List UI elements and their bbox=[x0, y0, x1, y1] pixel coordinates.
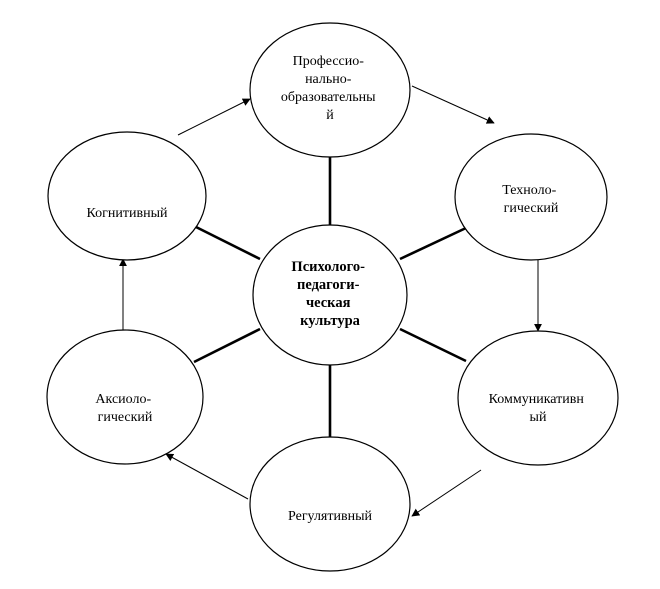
node-professional-ellipse bbox=[249, 22, 411, 158]
node-professional: Профессио- нально- образовательны й bbox=[249, 22, 411, 158]
node-center-label: Психолого- педагоги- ческая культура bbox=[291, 259, 368, 329]
node-communicative-ellipse bbox=[457, 330, 619, 466]
node-axiological-ellipse bbox=[46, 329, 204, 465]
node-communicative-label: Коммуникативн ый bbox=[489, 392, 588, 425]
spoke-axiological bbox=[193, 327, 261, 364]
node-technological: Техноло- гический bbox=[454, 133, 608, 261]
node-cognitive-label: Когнитивный bbox=[87, 206, 168, 221]
node-regulative-ellipse bbox=[249, 436, 411, 572]
arrow-cognitive-to-professional bbox=[177, 98, 251, 136]
spokes-layer bbox=[193, 156, 467, 437]
node-center: Психолого- педагоги- ческая культура bbox=[252, 224, 408, 366]
node-regulative: Регулятивный bbox=[249, 436, 411, 572]
node-communicative: Коммуникативн ый bbox=[457, 330, 619, 466]
node-technological-label: Техноло- гический bbox=[502, 183, 560, 216]
arrow-communicative-to-regulative bbox=[411, 469, 482, 517]
spoke-cognitive bbox=[193, 224, 261, 261]
node-axiological-label: Аксиоло- гический bbox=[95, 392, 154, 425]
arrows-layer bbox=[119, 85, 542, 517]
arrow-regulative-to-axiological bbox=[165, 453, 249, 500]
spoke-technological bbox=[399, 226, 467, 261]
node-axiological: Аксиоло- гический bbox=[46, 329, 204, 465]
node-professional-label: Профессио- нально- образовательны й bbox=[281, 54, 379, 123]
node-cognitive-ellipse bbox=[47, 131, 207, 261]
arrow-professional-to-technological bbox=[411, 85, 495, 124]
node-technological-ellipse bbox=[454, 133, 608, 261]
spoke-communicative bbox=[399, 327, 467, 363]
node-regulative-label: Регулятивный bbox=[288, 509, 372, 524]
node-cognitive: Когнитивный bbox=[47, 131, 207, 261]
node-center-ellipse bbox=[252, 224, 408, 366]
